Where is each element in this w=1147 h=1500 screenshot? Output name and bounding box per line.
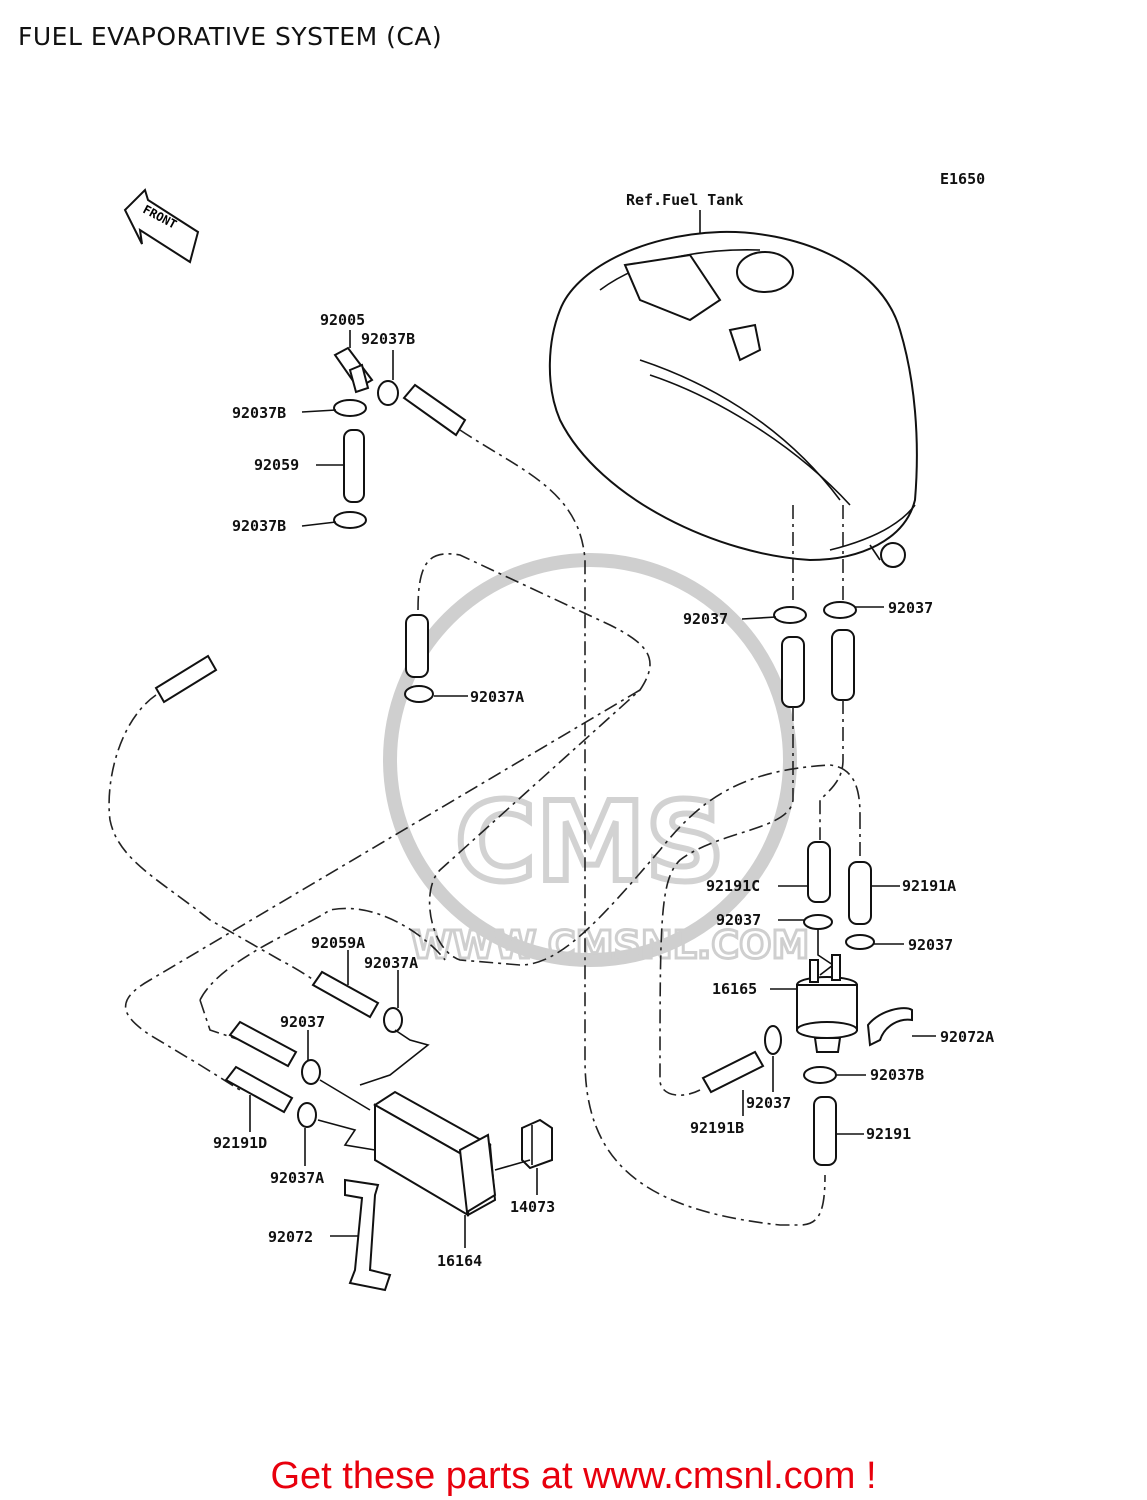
label-92037A-bl2: 92037A (270, 1169, 324, 1187)
page-title: FUEL EVAPORATIVE SYSTEM (CA) (18, 22, 443, 51)
label-92191: 92191 (866, 1125, 911, 1143)
label-92037-bl: 92037 (280, 1013, 325, 1031)
hose-92191D (224, 1065, 294, 1114)
hose-92191 (813, 1096, 837, 1166)
label-92037-r3: 92037 (746, 1094, 791, 1112)
bracket-92072A (866, 1007, 913, 1047)
label-92072A: 92072A (940, 1028, 994, 1046)
label-92037B-r: 92037B (870, 1066, 924, 1084)
clamp-92037-r3 (764, 1025, 782, 1055)
label-16164: 16164 (437, 1252, 482, 1270)
clamp-92037-tr-left (773, 606, 807, 624)
label-92191D: 92191D (213, 1134, 267, 1152)
hose-upper-left (228, 1020, 298, 1068)
label-92059A: 92059A (311, 934, 365, 952)
elbow-fitting-92005 (333, 346, 374, 394)
fuel-tank (548, 230, 918, 568)
label-92037-r1: 92037 (716, 911, 761, 929)
label-92037A-bl: 92037A (364, 954, 418, 972)
hose-tr-left (781, 636, 805, 708)
label-92191A: 92191A (902, 877, 956, 895)
label-92059: 92059 (254, 456, 299, 474)
label-92037B-top: 92037B (361, 330, 415, 348)
watermark-logo: CMS WWW.CMSNL.COM (383, 553, 811, 969)
label-92191C: 92191C (706, 877, 760, 895)
clamp-92037-r2 (845, 934, 875, 950)
ref-fuel-tank-label: Ref.Fuel Tank (626, 191, 743, 209)
hose-92059A (311, 970, 380, 1019)
cap-14073 (521, 1118, 553, 1170)
clamp-92037A-bl2 (297, 1102, 317, 1128)
clamp-92037B-left2 (333, 511, 367, 529)
label-16165: 16165 (712, 980, 757, 998)
label-92037B-left1: 92037B (232, 404, 286, 422)
clamp-92037B-r (803, 1066, 837, 1084)
clamp-92037B-top (377, 380, 399, 406)
clamp-92037B-left1 (333, 399, 367, 417)
diagram-code: E1650 (940, 170, 985, 188)
watermark-logo-text: CMS (455, 778, 724, 906)
hose-92037A-mid (405, 614, 429, 678)
strap-92072 (344, 1178, 392, 1292)
label-92037-r2: 92037 (908, 936, 953, 954)
hose-92191A (848, 861, 872, 925)
separator-16165 (796, 954, 858, 1053)
parts-diagram: CMS WWW.CMSNL.COM E1650 FRONT Ref.Fuel T… (108, 170, 994, 1292)
clamp-92037-r1 (803, 914, 833, 930)
clamp-92037-bl (301, 1059, 321, 1085)
canister-16164 (373, 1090, 497, 1217)
clamp-92037A-mid (404, 685, 434, 703)
hose-tr-right (831, 629, 855, 701)
label-92037A-mid: 92037A (470, 688, 524, 706)
label-92191B: 92191B (690, 1119, 744, 1137)
label-92072: 92072 (268, 1228, 313, 1246)
label-92005: 92005 (320, 311, 365, 329)
label-14073: 14073 (510, 1198, 555, 1216)
leader-lines (249, 330, 936, 1248)
label-92037-tr-left: 92037 (683, 610, 728, 628)
front-arrow-icon: FRONT (123, 188, 200, 264)
hose-92059 (343, 429, 365, 503)
label-92037B-left2: 92037B (232, 517, 286, 535)
clamp-92037A-bl (383, 1007, 403, 1033)
footer-cta-link[interactable]: Get these parts at www.cmsnl.com ! (270, 1455, 877, 1497)
label-92037-tr-right: 92037 (888, 599, 933, 617)
hose-92059-upper (402, 383, 467, 437)
watermark-text: WWW.CMSNL.COM (411, 923, 810, 967)
hose-92191C (807, 841, 831, 903)
clamp-92037-tr-right (823, 601, 857, 619)
hose-92191B (701, 1050, 765, 1094)
